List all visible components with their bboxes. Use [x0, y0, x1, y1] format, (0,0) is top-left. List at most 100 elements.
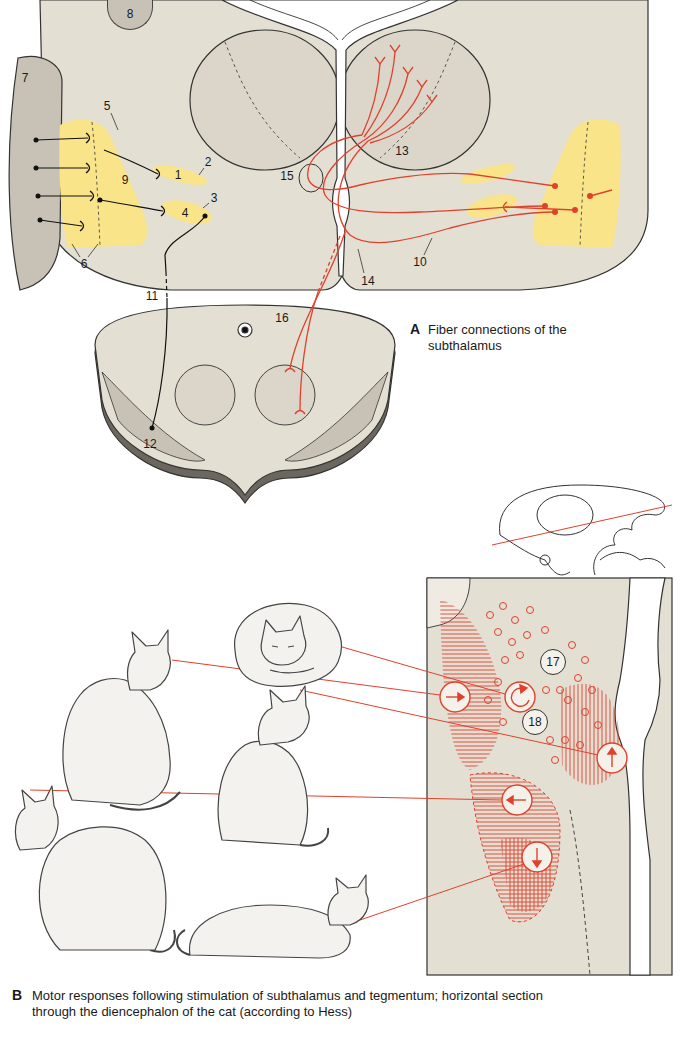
direction-arrow	[536, 848, 537, 862]
callout-number: 10	[413, 255, 426, 269]
orientation-sketch	[492, 485, 672, 575]
stimulation-point	[543, 687, 550, 694]
direction-arrow	[522, 842, 552, 872]
cat-figure	[190, 905, 351, 958]
efferent-fibers	[34, 166, 39, 171]
leader-line	[424, 238, 432, 255]
cat-figure	[300, 828, 328, 846]
stimulation-point	[582, 657, 589, 664]
cat-figure	[39, 827, 166, 950]
diencephalon-section	[151, 161, 209, 189]
afferent-fibers	[300, 292, 318, 410]
efferent-fibers	[203, 214, 208, 219]
stimulation-point	[495, 679, 502, 686]
stimulation-point	[500, 719, 507, 726]
efferent-fibers	[104, 150, 158, 174]
diencephalon-section	[464, 190, 519, 223]
stimulation-point	[527, 607, 534, 614]
stimulation-zone	[470, 773, 560, 922]
callout-number: 1	[175, 168, 182, 182]
leader-line	[358, 249, 364, 273]
efferent-fibers	[100, 200, 163, 211]
diencephalon-section	[190, 30, 340, 170]
direction-arrow	[505, 682, 535, 712]
stimulation-zone	[440, 600, 619, 922]
callout-number: 2	[205, 155, 212, 169]
horizontal-section	[427, 578, 672, 975]
diencephalon-section	[40, 0, 648, 290]
cat-figure	[261, 616, 306, 665]
callout-number: 7	[22, 71, 29, 85]
stimulation-point	[500, 603, 507, 610]
cat-figure	[235, 603, 342, 686]
efferent-fibers	[36, 194, 41, 199]
caption-text: Motor responses following stimulation of…	[32, 988, 552, 1019]
stimulation-zone	[440, 600, 501, 770]
brainstem-section	[175, 365, 235, 425]
cat-figure	[270, 668, 314, 673]
diencephalon-section	[9, 0, 648, 290]
horizontal-section	[570, 810, 590, 975]
stimulation-point	[552, 757, 559, 764]
direction-arrow	[458, 693, 464, 701]
response-leader	[360, 864, 524, 920]
panel-letter: A	[410, 321, 420, 338]
callout-number: 5	[104, 99, 111, 113]
stimulation-point	[562, 737, 569, 744]
brainstem-section	[95, 305, 395, 503]
afferent-fibers	[505, 207, 575, 210]
orientation-sketch	[600, 552, 665, 568]
afferent-fibers	[285, 45, 612, 414]
stimulation-point	[485, 697, 492, 704]
leader-line	[72, 113, 432, 273]
structure-blob: 8	[107, 0, 153, 30]
brainstem-section	[238, 323, 252, 337]
afferent-fibers	[370, 102, 432, 143]
callout-number: 12	[143, 437, 156, 451]
afferent-fibers	[338, 141, 555, 243]
efferent-fibers	[98, 198, 103, 203]
callout-number: 4	[182, 206, 189, 220]
efferent-fibers	[156, 169, 160, 179]
efferent-fibers	[36, 167, 88, 168]
stimulation-point	[502, 657, 509, 664]
orientation-sketch	[500, 485, 665, 575]
diencephalon-section	[250, 0, 338, 40]
panel-letter: B	[12, 987, 22, 1004]
stimulation-point	[524, 632, 531, 639]
afferent-fibers	[390, 45, 400, 52]
stimulation-point	[517, 652, 524, 659]
stimulation-point	[509, 639, 516, 646]
orientation-sketch	[492, 505, 672, 545]
node-text: 17	[546, 655, 559, 669]
stimulation-point	[487, 612, 494, 619]
efferent-fibers	[86, 133, 90, 143]
diencephalon-section	[92, 122, 100, 246]
horizontal-section	[427, 578, 672, 975]
leader-line	[111, 113, 118, 130]
afferent-fibers	[290, 232, 345, 368]
node-text: 18	[528, 715, 541, 729]
afferent-fibers	[308, 135, 555, 190]
afferent-fibers	[285, 369, 295, 373]
diencephalon-section	[533, 119, 621, 248]
diencephalon-section	[9, 56, 62, 290]
efferent-fibers	[38, 218, 43, 223]
callout-circle: 18	[522, 709, 548, 735]
descending-fiber	[150, 426, 155, 431]
orientation-sketch	[540, 555, 550, 565]
diencephalon-section	[342, 0, 430, 40]
stimulation-point	[565, 697, 572, 704]
stimulation-point	[512, 617, 519, 624]
brainstem-section	[95, 305, 395, 495]
efferent-fibers	[161, 206, 165, 216]
afferent-fibers	[552, 209, 558, 215]
callout-number: 14	[361, 274, 374, 288]
direction-arrow	[440, 682, 470, 712]
stimulation-point	[595, 722, 602, 729]
diencephalon-section	[159, 196, 214, 229]
afferent-fibers	[417, 80, 427, 87]
callout-number: 15	[280, 169, 293, 183]
